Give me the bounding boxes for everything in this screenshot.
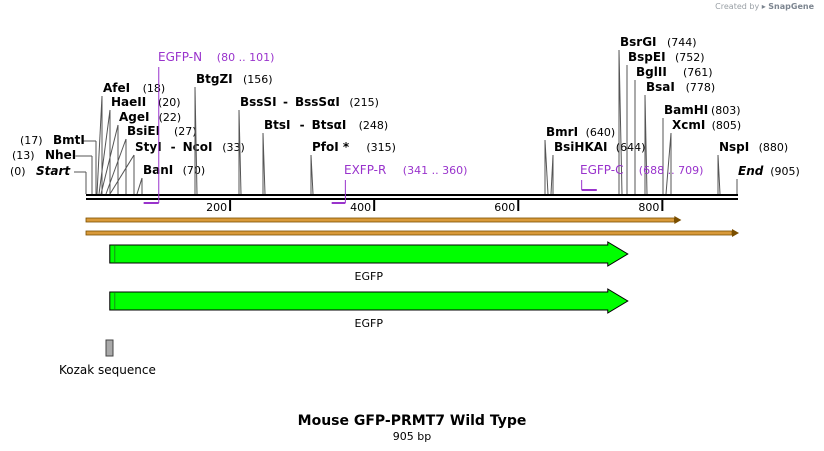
orf-arrowhead	[674, 216, 682, 224]
site-name: Start	[36, 164, 71, 178]
site-position: (640)	[586, 126, 616, 139]
egfp-feature-arrow	[109, 288, 629, 314]
site-connector	[644, 94, 648, 195]
site-name-secondary: BtsαI	[312, 118, 347, 132]
feature-label: EGFP	[355, 270, 384, 283]
site-connector	[310, 154, 314, 195]
site-name-secondary: NcoI	[183, 140, 213, 154]
site-connector	[717, 154, 721, 195]
feature-label: EGFP	[355, 317, 384, 330]
site-connector	[96, 95, 103, 195]
egfp-feature-arrow	[109, 241, 629, 267]
site-position: (803)	[711, 104, 741, 117]
site-separator: -	[171, 140, 176, 154]
orf-bar	[85, 217, 675, 223]
site-name: AfeI	[103, 81, 130, 95]
site-position: (644)	[616, 141, 646, 154]
site-position: (215)	[349, 96, 379, 109]
site-name: BsaI	[646, 80, 675, 94]
site-name: BspEI	[628, 50, 666, 64]
site-position: (17)	[20, 134, 43, 147]
site-name: BanI	[143, 163, 173, 177]
site-name: NheI	[45, 148, 76, 162]
site-connector	[618, 49, 623, 195]
primer-range: (80 .. 101)	[217, 51, 275, 64]
site-name: BmrI	[546, 125, 578, 139]
site-position: (752)	[675, 51, 705, 64]
site-name: HaeII	[111, 95, 146, 109]
site-name: StyI	[135, 140, 162, 154]
site-separator: -	[283, 95, 288, 109]
site-connector	[544, 139, 549, 195]
site-position: (905)	[770, 165, 800, 178]
primer-range: (688 .. 709)	[639, 164, 704, 177]
site-position: (27)	[174, 125, 197, 138]
site-name: BamHI	[664, 103, 708, 117]
kozak-label: Kozak sequence	[59, 363, 156, 377]
site-name: BtgZI	[196, 72, 233, 86]
tick-label: 200	[206, 201, 227, 214]
site-position: (33)	[222, 141, 245, 154]
site-name: BmtI	[53, 133, 85, 147]
primer-name: EGFP-C	[580, 163, 623, 177]
site-position: (248)	[359, 119, 389, 132]
site-position: (18)	[143, 82, 166, 95]
primer-name: EXFP-R	[344, 163, 386, 177]
created-by-credit: Created by ▸ SnapGene	[715, 2, 814, 11]
site-connector	[100, 124, 119, 195]
site-position: (22)	[159, 111, 182, 124]
site-position: (805)	[712, 119, 742, 132]
site-name: BtsI	[264, 118, 291, 132]
snapgene-logo-icon: ▸	[761, 2, 766, 11]
map-subtitle: 905 bp	[393, 430, 431, 443]
site-position: (0)	[10, 165, 26, 178]
site-name: XcmI	[672, 118, 705, 132]
primer-name: EGFP-N	[158, 50, 202, 64]
site-connector	[105, 138, 127, 195]
site-position: (315)	[366, 141, 396, 154]
site-position: (880)	[759, 141, 789, 154]
site-connector	[262, 132, 266, 195]
site-connector	[550, 154, 554, 195]
site-position: (13)	[12, 149, 35, 162]
tick-label: 400	[350, 201, 371, 214]
orf-arrowhead	[732, 229, 739, 237]
site-name: BsiHKAI	[554, 140, 608, 154]
site-name: AgeI	[119, 110, 149, 124]
site-name-secondary: BssSαI	[295, 95, 340, 109]
site-name: BssSI	[240, 95, 277, 109]
site-connector	[238, 109, 242, 195]
primer-range: (341 .. 360)	[403, 164, 468, 177]
site-position: (744)	[667, 36, 697, 49]
orf-bar	[85, 230, 733, 236]
tick-label: 600	[494, 201, 515, 214]
site-position: (761)	[683, 66, 713, 79]
map-title: Mouse GFP-PRMT7 Wild Type	[298, 413, 527, 429]
site-position: (70)	[183, 164, 206, 177]
site-connector	[665, 132, 672, 195]
site-position: (156)	[243, 73, 273, 86]
site-name: End	[738, 164, 764, 178]
kozak-sequence-box	[105, 339, 114, 357]
tick-label: 800	[638, 201, 659, 214]
site-separator: -	[300, 118, 305, 132]
site-connector	[136, 177, 143, 195]
site-name: BsiEI	[127, 124, 160, 138]
site-position: (20)	[158, 96, 181, 109]
site-name: PfoI *	[312, 140, 350, 154]
site-connector	[109, 154, 135, 195]
site-name: BsrGI	[620, 35, 657, 49]
site-connector	[98, 109, 111, 195]
site-position: (778)	[686, 81, 716, 94]
site-name: NspI	[719, 140, 749, 154]
site-name: BglII	[636, 65, 667, 79]
site-connector	[194, 86, 198, 195]
